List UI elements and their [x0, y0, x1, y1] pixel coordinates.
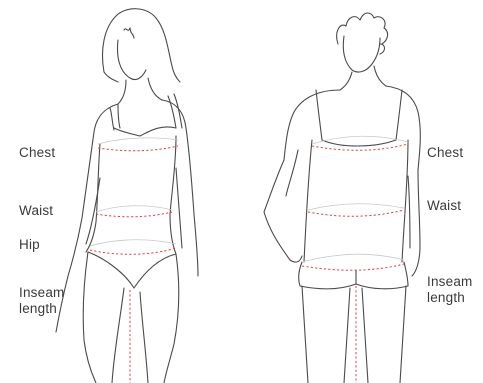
female-left-leg	[83, 252, 96, 383]
male-tank-left-strap	[316, 90, 322, 140]
female-neckline	[114, 127, 176, 136]
female-waist-label: Waist	[19, 203, 53, 219]
female-hair	[103, 9, 181, 82]
male-neck-right	[374, 66, 386, 86]
male-shoulder-right	[386, 86, 420, 170]
female-torso-right	[170, 136, 176, 254]
female-hip-line	[90, 248, 176, 254]
female-face	[118, 40, 147, 80]
female-left-inner-leg	[112, 288, 124, 383]
male-right-inner-leg	[362, 288, 368, 383]
female-chest-label: Chest	[19, 145, 55, 161]
female-neck-right	[148, 78, 162, 100]
measurement-lines	[90, 144, 408, 383]
female-strap-right	[168, 96, 176, 128]
male-tank-right-strap	[396, 90, 402, 140]
female-right-inner-leg	[140, 292, 148, 383]
female-strap-left	[110, 108, 114, 130]
male-right-leg	[400, 286, 406, 383]
male-shoulder-left	[284, 90, 340, 160]
male-neck-left	[340, 72, 352, 90]
female-hair-strand	[124, 28, 134, 38]
male-shorts	[299, 262, 408, 289]
male-chest-line	[312, 144, 408, 150]
female-neck-left	[118, 80, 126, 104]
female-bottom	[88, 252, 176, 288]
female-waist-line	[96, 212, 172, 217]
female-inseam-label: Inseam length	[19, 285, 64, 317]
male-left-leg	[302, 286, 308, 383]
female-figure	[56, 9, 198, 383]
male-waist-line	[308, 210, 404, 216]
male-waist-label: Waist	[427, 198, 461, 214]
male-right-arm	[412, 170, 420, 276]
male-tank-right-side	[402, 140, 408, 262]
female-strap-left-2	[118, 104, 120, 128]
female-chest-line	[98, 146, 178, 151]
male-right-arm-inner	[408, 176, 410, 248]
male-left-inner-leg	[344, 288, 350, 383]
male-chest-label: Chest	[427, 145, 463, 161]
male-tank-neck	[322, 140, 396, 146]
male-inseam-label: Inseam length	[427, 274, 472, 306]
male-hip-line	[302, 264, 404, 270]
male-ear	[380, 44, 385, 54]
female-right-arm-inner	[176, 168, 182, 248]
male-left-arm-inner	[286, 150, 298, 196]
female-right-leg	[164, 254, 179, 383]
male-figure	[264, 13, 420, 383]
male-tank-left-side	[304, 140, 312, 262]
male-left-arm	[264, 160, 290, 260]
male-left-hand	[290, 256, 302, 262]
female-hip-label: Hip	[19, 237, 40, 253]
female-hair-side	[104, 72, 118, 82]
female-left-arm	[56, 104, 118, 332]
